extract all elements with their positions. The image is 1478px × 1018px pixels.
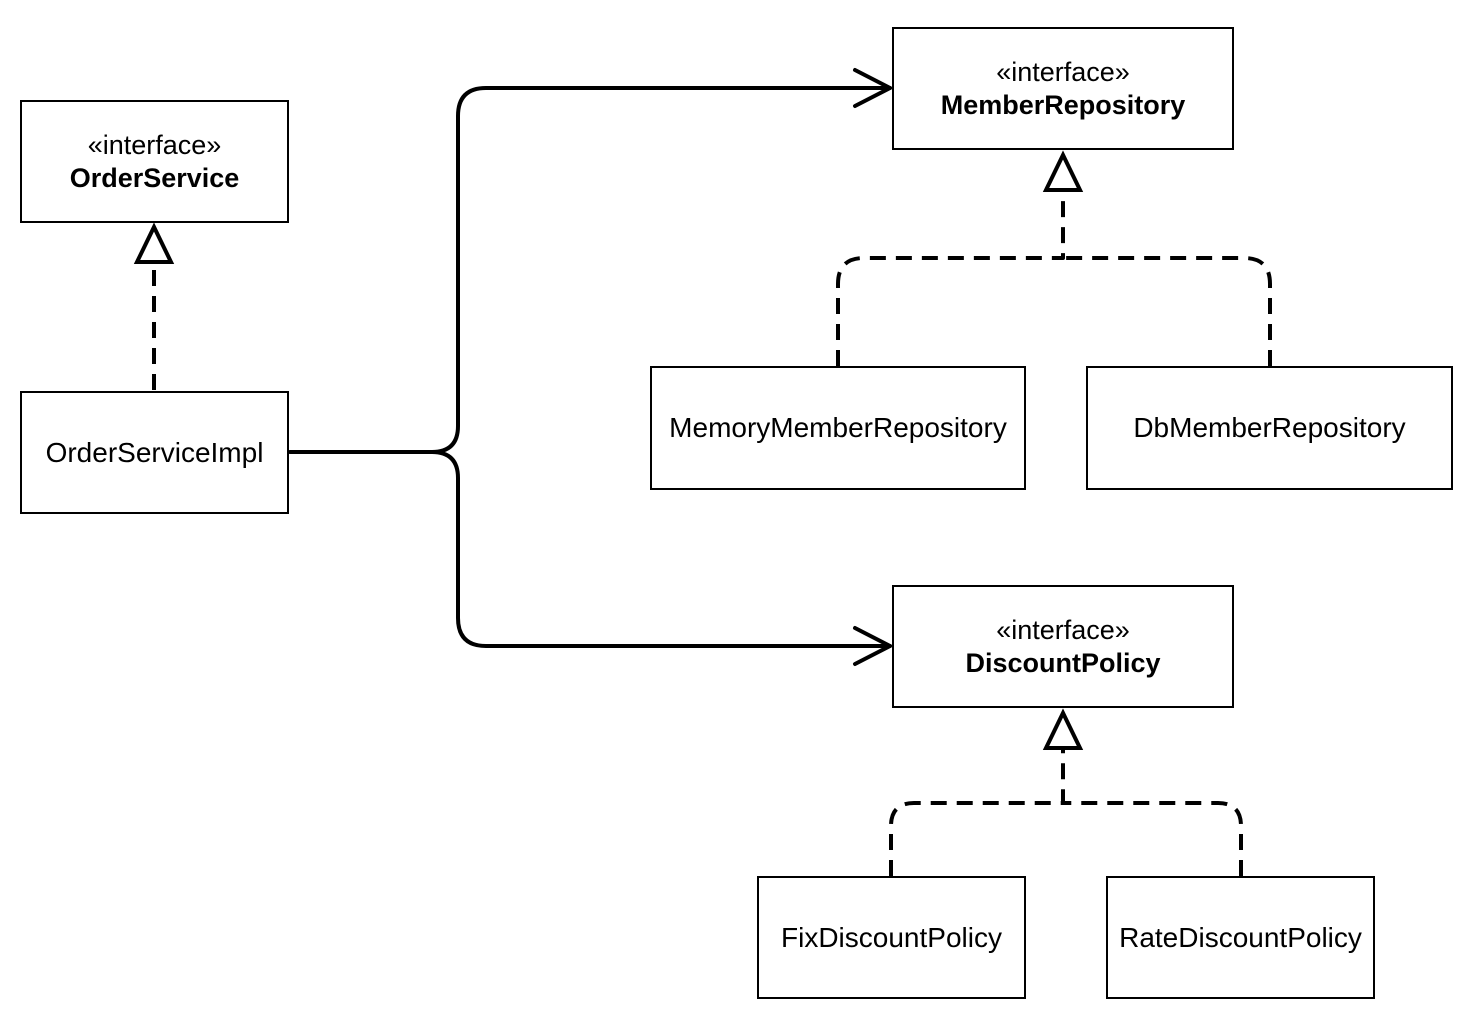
order-service-impl-box: OrderServiceImpl [20, 391, 289, 514]
class-name: OrderServiceImpl [45, 436, 264, 468]
class-name: MemberRepository [940, 89, 1186, 120]
stereotype-label: «interface» [87, 129, 222, 160]
member-repository-interface-box: «interface» MemberRepository [892, 27, 1234, 150]
order-service-interface-box: «interface» OrderService [20, 100, 289, 223]
edge-fix-realizes-discount-policy [889, 749, 1065, 876]
stereotype-label: «interface» [996, 56, 1130, 87]
realization-triangle-order-service-icon [133, 222, 175, 264]
realization-triangle-member-repository-icon [1042, 150, 1084, 192]
edge-impl-to-discount-policy [430, 450, 892, 648]
class-name: FixDiscountPolicy [781, 921, 1002, 953]
class-name: DbMemberRepository [1133, 412, 1406, 443]
class-name: OrderService [69, 162, 240, 193]
class-name: MemoryMemberRepository [669, 412, 1007, 443]
arrowhead-member-repository-icon [853, 68, 892, 108]
edge-rate-realizes-discount-policy [1063, 801, 1243, 876]
realization-triangle-discount-policy-icon [1042, 708, 1084, 750]
rate-discount-policy-box: RateDiscountPolicy [1106, 876, 1375, 999]
class-name: RateDiscountPolicy [1119, 921, 1362, 953]
db-member-repository-box: DbMemberRepository [1086, 366, 1453, 490]
edge-db-realizes-member-repository [1063, 256, 1272, 366]
edge-impl-to-member-repository [288, 86, 892, 454]
memory-member-repository-box: MemoryMemberRepository [650, 366, 1026, 490]
fix-discount-policy-box: FixDiscountPolicy [757, 876, 1026, 999]
class-name: DiscountPolicy [965, 647, 1161, 678]
stereotype-label: «interface» [996, 614, 1130, 645]
discount-policy-interface-box: «interface» DiscountPolicy [892, 585, 1234, 708]
edge-memory-realizes-member-repository [836, 191, 1065, 366]
arrowhead-discount-policy-icon [853, 626, 892, 666]
